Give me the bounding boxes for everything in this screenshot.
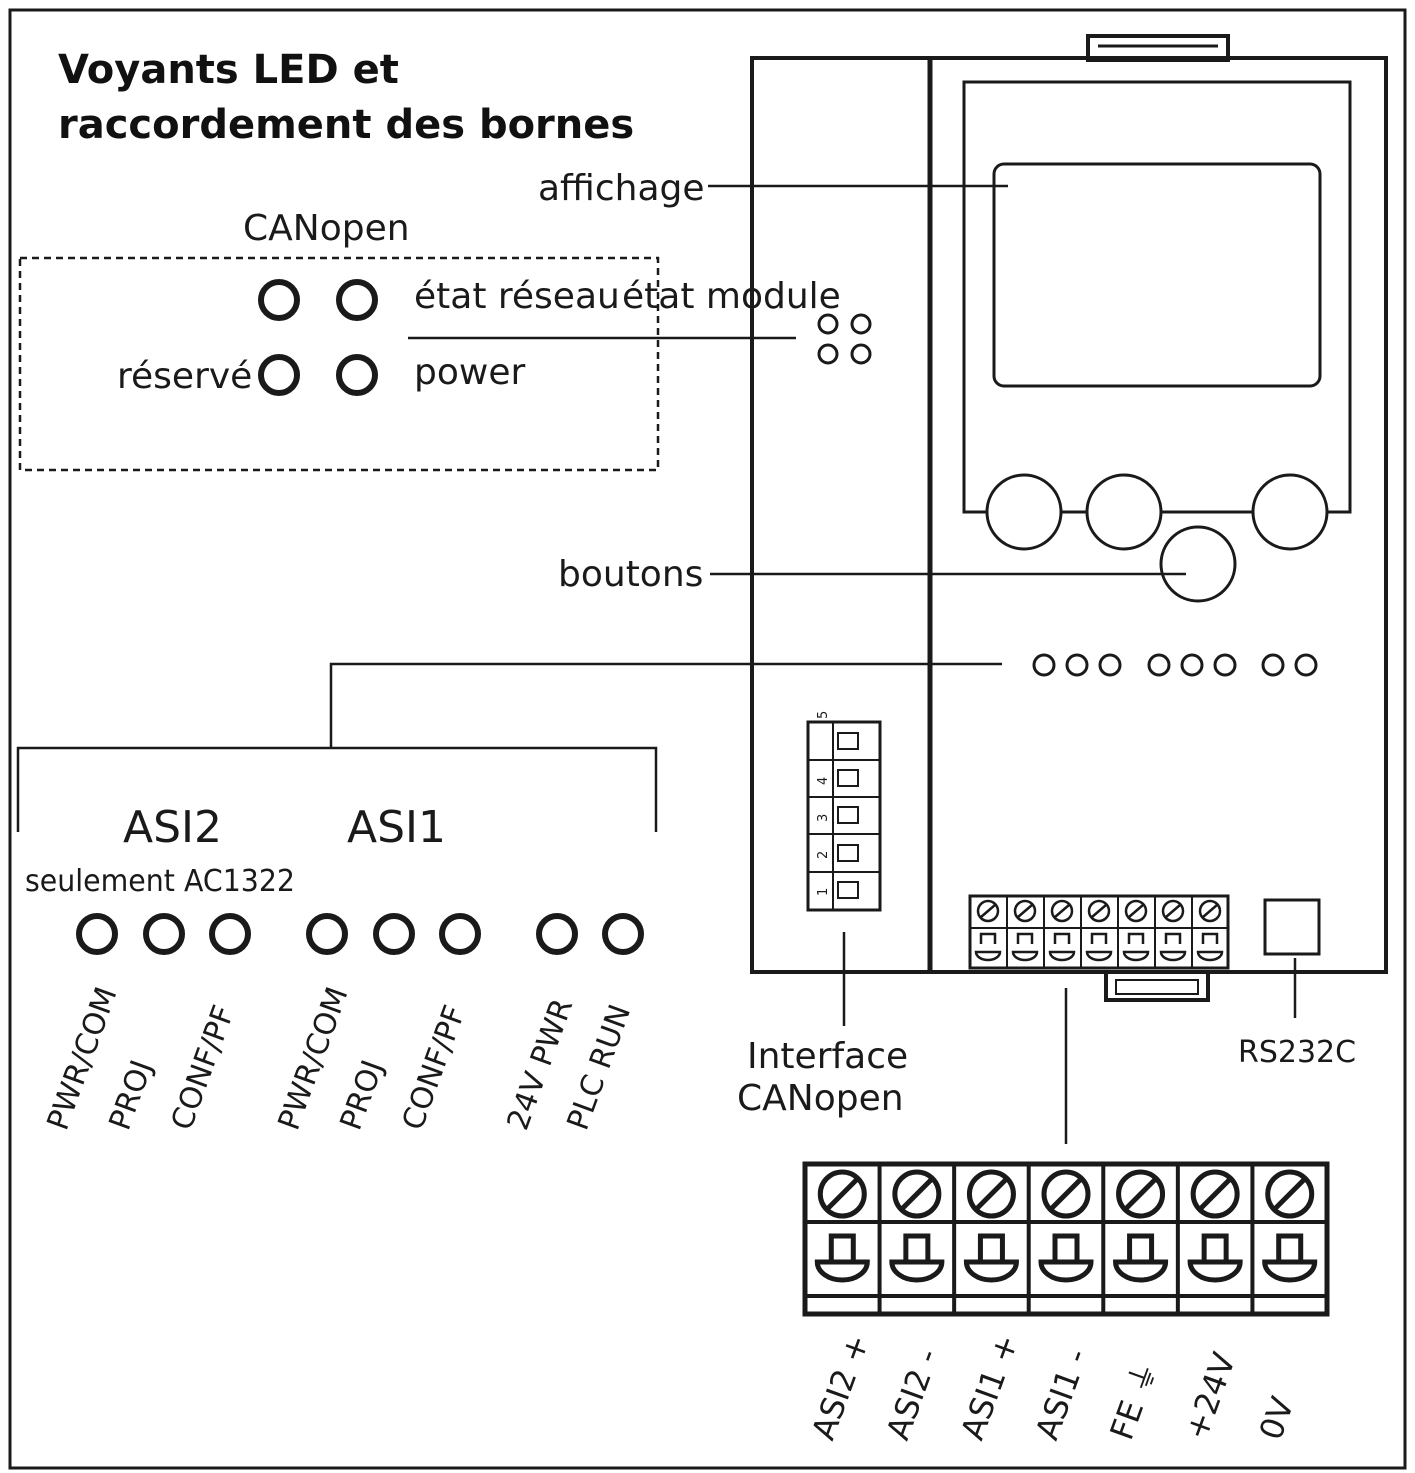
asi-led (439, 913, 481, 955)
terminal-screw (817, 1169, 867, 1219)
asi-led-label: PROJ (334, 1056, 391, 1135)
outer-frame (8, 8, 1407, 1470)
asi-led-label: CONF/PF (396, 1001, 473, 1135)
boutons-label: boutons (558, 554, 703, 595)
canopen-detail-box (18, 256, 660, 472)
terminal-label: ASI1 - (1028, 1344, 1096, 1445)
asi-led (143, 913, 185, 955)
asi-led (76, 913, 118, 955)
affichage-label: affichage (538, 168, 705, 209)
terminal-screw (1190, 1169, 1240, 1219)
asi-led (373, 913, 415, 955)
device-canopen-led (817, 313, 839, 335)
svg-text:2: 2 (816, 851, 831, 859)
asi-led (209, 913, 251, 955)
svg-text:5: 5 (816, 711, 831, 719)
rs232c-label: RS232C (1238, 1035, 1356, 1070)
terminal-block (802, 1161, 1330, 1317)
asi-led (602, 913, 644, 955)
asi1-label: ASI1 (347, 802, 446, 853)
terminal-screw (966, 1169, 1016, 1219)
canopen-connector: 1 2 3 4 5 (806, 711, 882, 912)
etat-module-label: état module (622, 276, 841, 317)
device-canopen-led (817, 343, 839, 365)
device-button-2 (1085, 473, 1163, 551)
asi-led-label: CONF/PF (165, 1001, 242, 1135)
asi-led (536, 913, 578, 955)
title-line-2: raccordement des bornes (58, 102, 634, 148)
led-reserve (258, 354, 300, 396)
device-canopen-led (850, 313, 872, 335)
title-line-1: Voyants LED et (58, 47, 399, 93)
device-outline (750, 56, 1388, 974)
leader-lines (16, 184, 1297, 1144)
power-label: power (414, 352, 525, 393)
device-button-3 (1251, 473, 1329, 551)
bottom-clip (1104, 970, 1210, 1002)
device-asi-leds (1032, 653, 1318, 677)
terminal-label: 0V (1252, 1392, 1302, 1445)
interface-label-2: CANopen (737, 1078, 904, 1119)
led-power (336, 354, 378, 396)
terminal-screw (892, 1169, 942, 1219)
svg-text:1: 1 (816, 888, 831, 896)
svg-text:3: 3 (816, 814, 831, 822)
asi-led (306, 913, 348, 955)
asi2-note: seulement AC1322 (25, 864, 295, 899)
interface-label-1: Interface (747, 1036, 908, 1077)
display-screen (992, 162, 1322, 388)
front-panel (962, 80, 1352, 514)
reserve-label: réservé (117, 356, 252, 397)
rs232c-port (1263, 898, 1321, 956)
terminal-label: ASI2 - (879, 1344, 947, 1445)
device-button-1 (985, 473, 1063, 551)
svg-text:4: 4 (816, 777, 831, 785)
asi-led-row (76, 913, 644, 955)
terminal-label: FE ⏚ (1102, 1356, 1165, 1445)
led-etat-reseau (258, 279, 300, 321)
terminal-label: ASI1 + (953, 1329, 1026, 1444)
terminal-screw (1265, 1169, 1315, 1219)
device-canopen-led (850, 343, 872, 365)
led-etat-module (336, 279, 378, 321)
device-button-4 (1159, 525, 1237, 603)
asi-led-label: PROJ (103, 1056, 160, 1135)
etat-reseau-label: état réseau (414, 276, 620, 317)
device-terminal-block (968, 894, 1230, 970)
terminal-label: +24V (1177, 1348, 1243, 1445)
device: 1 2 3 4 5 (750, 34, 1388, 1002)
terminal-screw (1041, 1169, 1091, 1219)
asi2-label: ASI2 (123, 802, 222, 853)
terminal-label: ASI2 + (804, 1329, 877, 1444)
terminal-screw (1116, 1169, 1166, 1219)
canopen-label: CANopen (243, 208, 410, 249)
